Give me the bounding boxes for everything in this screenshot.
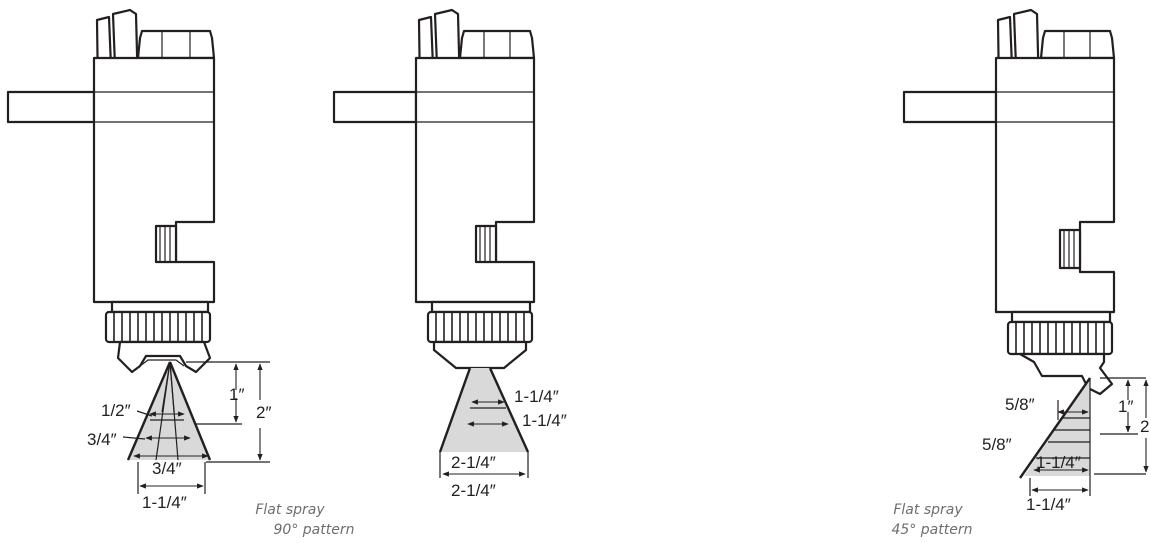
left-dim-1in: 1″ bbox=[229, 385, 244, 404]
left-dim-3-4-a: 3/4″ bbox=[87, 430, 117, 449]
nozzle-middle bbox=[332, 8, 536, 478]
right-dim-5-8-b: 5/8″ bbox=[982, 435, 1012, 454]
middle-dim-1-1-4-a: 1-1/4″ bbox=[514, 387, 559, 406]
left-dim-2in: 2″ bbox=[256, 403, 271, 422]
caption-flat45-line1: Flat spray bbox=[893, 502, 963, 518]
right-dim-2: 2 bbox=[1140, 417, 1149, 436]
right-dim-1in: 1″ bbox=[1118, 397, 1133, 416]
middle-dim-2-1-4-a: 2-1/4″ bbox=[451, 453, 496, 472]
nozzle-right bbox=[902, 8, 1149, 496]
nozzle-left bbox=[6, 8, 270, 494]
right-dim-5-8-a: 5/8″ bbox=[1005, 395, 1035, 414]
left-dim-1-1-4: 1-1/4″ bbox=[142, 493, 187, 512]
left-dim-3-4-b: 3/4″ bbox=[152, 459, 182, 478]
right-dim-1-1-4-inner: 1-1/4″ bbox=[1036, 453, 1081, 472]
middle-dim-2-1-4-b: 2-1/4″ bbox=[451, 481, 496, 500]
middle-dim-1-1-4-b: 1-1/4″ bbox=[522, 411, 567, 430]
caption-flat90-line1: Flat spray bbox=[255, 502, 325, 518]
caption-flat90-line2: 90° pattern bbox=[274, 522, 355, 538]
left-dim-1-2: 1/2″ bbox=[101, 401, 131, 420]
right-dim-1-1-4-bottom: 1-1/4″ bbox=[1026, 495, 1071, 514]
caption-flat45-line2: 45° pattern bbox=[892, 522, 973, 538]
